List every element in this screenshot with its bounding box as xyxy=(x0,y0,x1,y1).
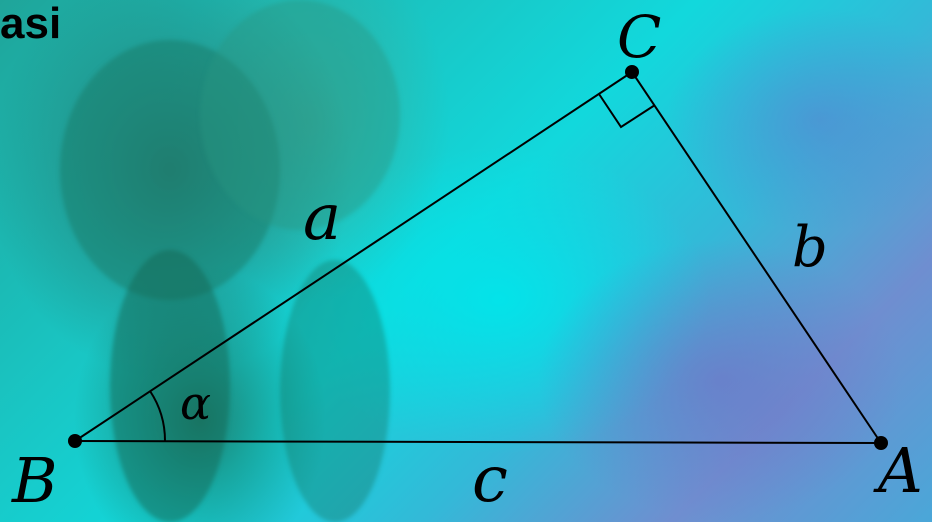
vertex-a-label: A xyxy=(878,434,923,507)
vertex-b-point xyxy=(68,434,82,448)
vertex-c-point xyxy=(625,65,639,79)
vertex-a-point xyxy=(874,436,888,450)
background-petal xyxy=(200,0,400,230)
background-petal xyxy=(60,40,280,300)
angle-alpha-label: α xyxy=(180,376,212,430)
side-c-line xyxy=(74,440,882,444)
background-stem xyxy=(110,250,230,522)
side-c-label: c xyxy=(472,443,508,517)
side-a-line xyxy=(74,71,633,442)
right-angle-marker xyxy=(598,93,656,129)
side-b-label: b xyxy=(792,215,828,280)
side-a-label: a xyxy=(303,181,342,255)
vertex-b-label: B xyxy=(12,444,58,517)
vertex-c-label: C xyxy=(617,3,662,71)
side-b-line xyxy=(631,71,882,444)
background-stem xyxy=(280,260,390,522)
angle-alpha-arc xyxy=(149,390,167,442)
slide-title: asi xyxy=(0,0,62,48)
